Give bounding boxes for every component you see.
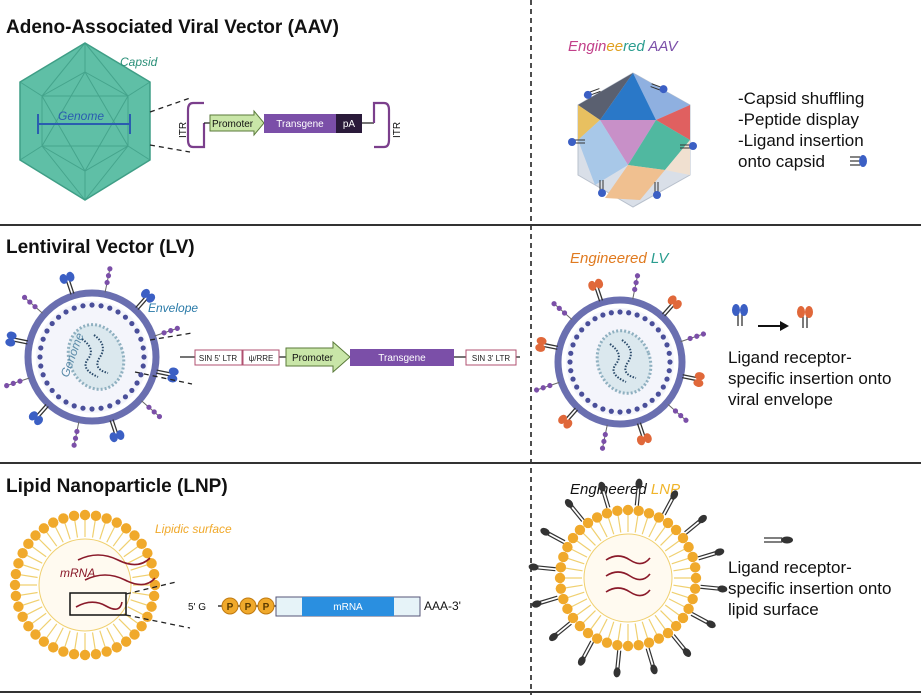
aav-zoom-line-bottom	[149, 144, 191, 153]
lv-psi-label: ψ/RRE	[249, 354, 274, 363]
engineered-aav-title: Engineered AAV	[568, 38, 680, 55]
lnp-phosphate-2: P	[239, 597, 257, 615]
lnp-bullet-1: Ligand receptor-	[728, 558, 852, 577]
lv-section-title: Lentiviral Vector (LV)	[6, 237, 195, 258]
aav-bullet-4: onto capsid	[738, 152, 825, 171]
lnp-surface-label: Lipidic surface	[155, 522, 232, 536]
lv-promoter-label: Promoter	[292, 353, 334, 364]
lnp-zoom-line-bottom	[125, 614, 191, 629]
lnp-phosphate-1: P	[221, 597, 239, 615]
aav-transgene-label: Transgene	[276, 119, 324, 130]
lnp-three-prime-label: AAA-3'	[424, 599, 461, 613]
lv-bullets: Ligand receptor- specific insertion onto…	[728, 348, 891, 409]
lv-bullet-2: specific insertion onto	[728, 369, 891, 388]
lv-sin5-box	[194, 349, 243, 366]
engineered-lv-title: Engineered LV	[570, 250, 670, 267]
lnp-mrna-label: mRNA	[60, 566, 95, 580]
aav-itr-right-label: ITR	[392, 122, 403, 138]
lnp-section-title: Lipid Nanoparticle (LNP)	[6, 476, 228, 497]
engineered-aav-capsid	[577, 72, 691, 208]
aav-bullet-3: -Ligand insertion	[738, 131, 864, 150]
lv-zoom-line-bottom	[134, 371, 193, 385]
aav-capsid	[19, 42, 151, 201]
lv-envelope-label: Envelope	[148, 301, 198, 315]
lnp-boxed-mrna	[75, 601, 123, 610]
aav-itr-left	[186, 101, 206, 149]
lnp-phosphate-3: P	[257, 597, 275, 615]
lv-sin3-box	[465, 349, 517, 366]
lnp-mrna-strands	[77, 554, 156, 586]
lv-ligand-swap-icon	[732, 304, 813, 331]
aav-bullet-2: -Peptide display	[738, 110, 859, 129]
svg-text:P: P	[263, 602, 270, 613]
lnp-bullet-3: lipid surface	[728, 600, 819, 619]
lv-sin3-label: SIN 3' LTR	[472, 354, 511, 363]
aav-itr-right	[372, 101, 391, 149]
aav-pa-label: pA	[343, 119, 356, 130]
lv-bullet-3: viral envelope	[728, 390, 833, 409]
engineered-lv-virus	[532, 272, 708, 452]
lnp-bullets: Ligand receptor- specific insertion onto…	[728, 558, 891, 619]
aav-section-title: Adeno-Associated Viral Vector (AAV)	[6, 17, 339, 38]
lnp-ligand-icon	[764, 536, 793, 544]
aav-promoter-label: Promoter	[212, 119, 254, 130]
aav-promoter-arrow	[209, 109, 265, 137]
aav-pa-box	[336, 114, 362, 133]
lnp-mrna-coding-box	[302, 597, 394, 616]
aav-capsid-label: Capsid	[120, 55, 158, 69]
lv-virus	[2, 265, 182, 449]
aav-bullets: -Capsid shuffling -Peptide display -Liga…	[738, 89, 864, 171]
lv-transgene-box	[350, 349, 454, 366]
lv-promoter-arrow	[285, 340, 351, 374]
engineered-lnp-title: Engineered LNP	[570, 481, 680, 498]
aav-transgene-box	[264, 114, 336, 133]
aav-bullet-1: -Capsid shuffling	[738, 89, 864, 108]
lnp-particle	[9, 509, 161, 661]
aav-genome-label: Genome	[58, 109, 104, 123]
engineered-lnp-particle	[527, 477, 729, 679]
lv-bullet-1: Ligand receptor-	[728, 348, 852, 367]
svg-text:P: P	[227, 602, 234, 613]
aav-zoom-line-top	[149, 97, 191, 113]
lv-transgene-label: Transgene	[378, 353, 426, 364]
engineered-aav-ligands	[568, 83, 697, 199]
aav-ligand-icon	[850, 155, 867, 167]
lv-sin5-label: SIN 5' LTR	[199, 354, 238, 363]
lv-zoom-line-top	[149, 332, 193, 341]
lnp-bullet-2: specific insertion onto	[728, 579, 891, 598]
aav-genome	[37, 114, 131, 134]
aav-itr-left-label: ITR	[178, 122, 189, 138]
lnp-five-prime-label: 5' G	[188, 602, 206, 613]
lnp-mrna-box-label: mRNA	[333, 602, 363, 613]
lv-psi-box	[242, 349, 280, 366]
lnp-mrna-highlight-box	[69, 592, 127, 616]
svg-text:P: P	[245, 602, 252, 613]
